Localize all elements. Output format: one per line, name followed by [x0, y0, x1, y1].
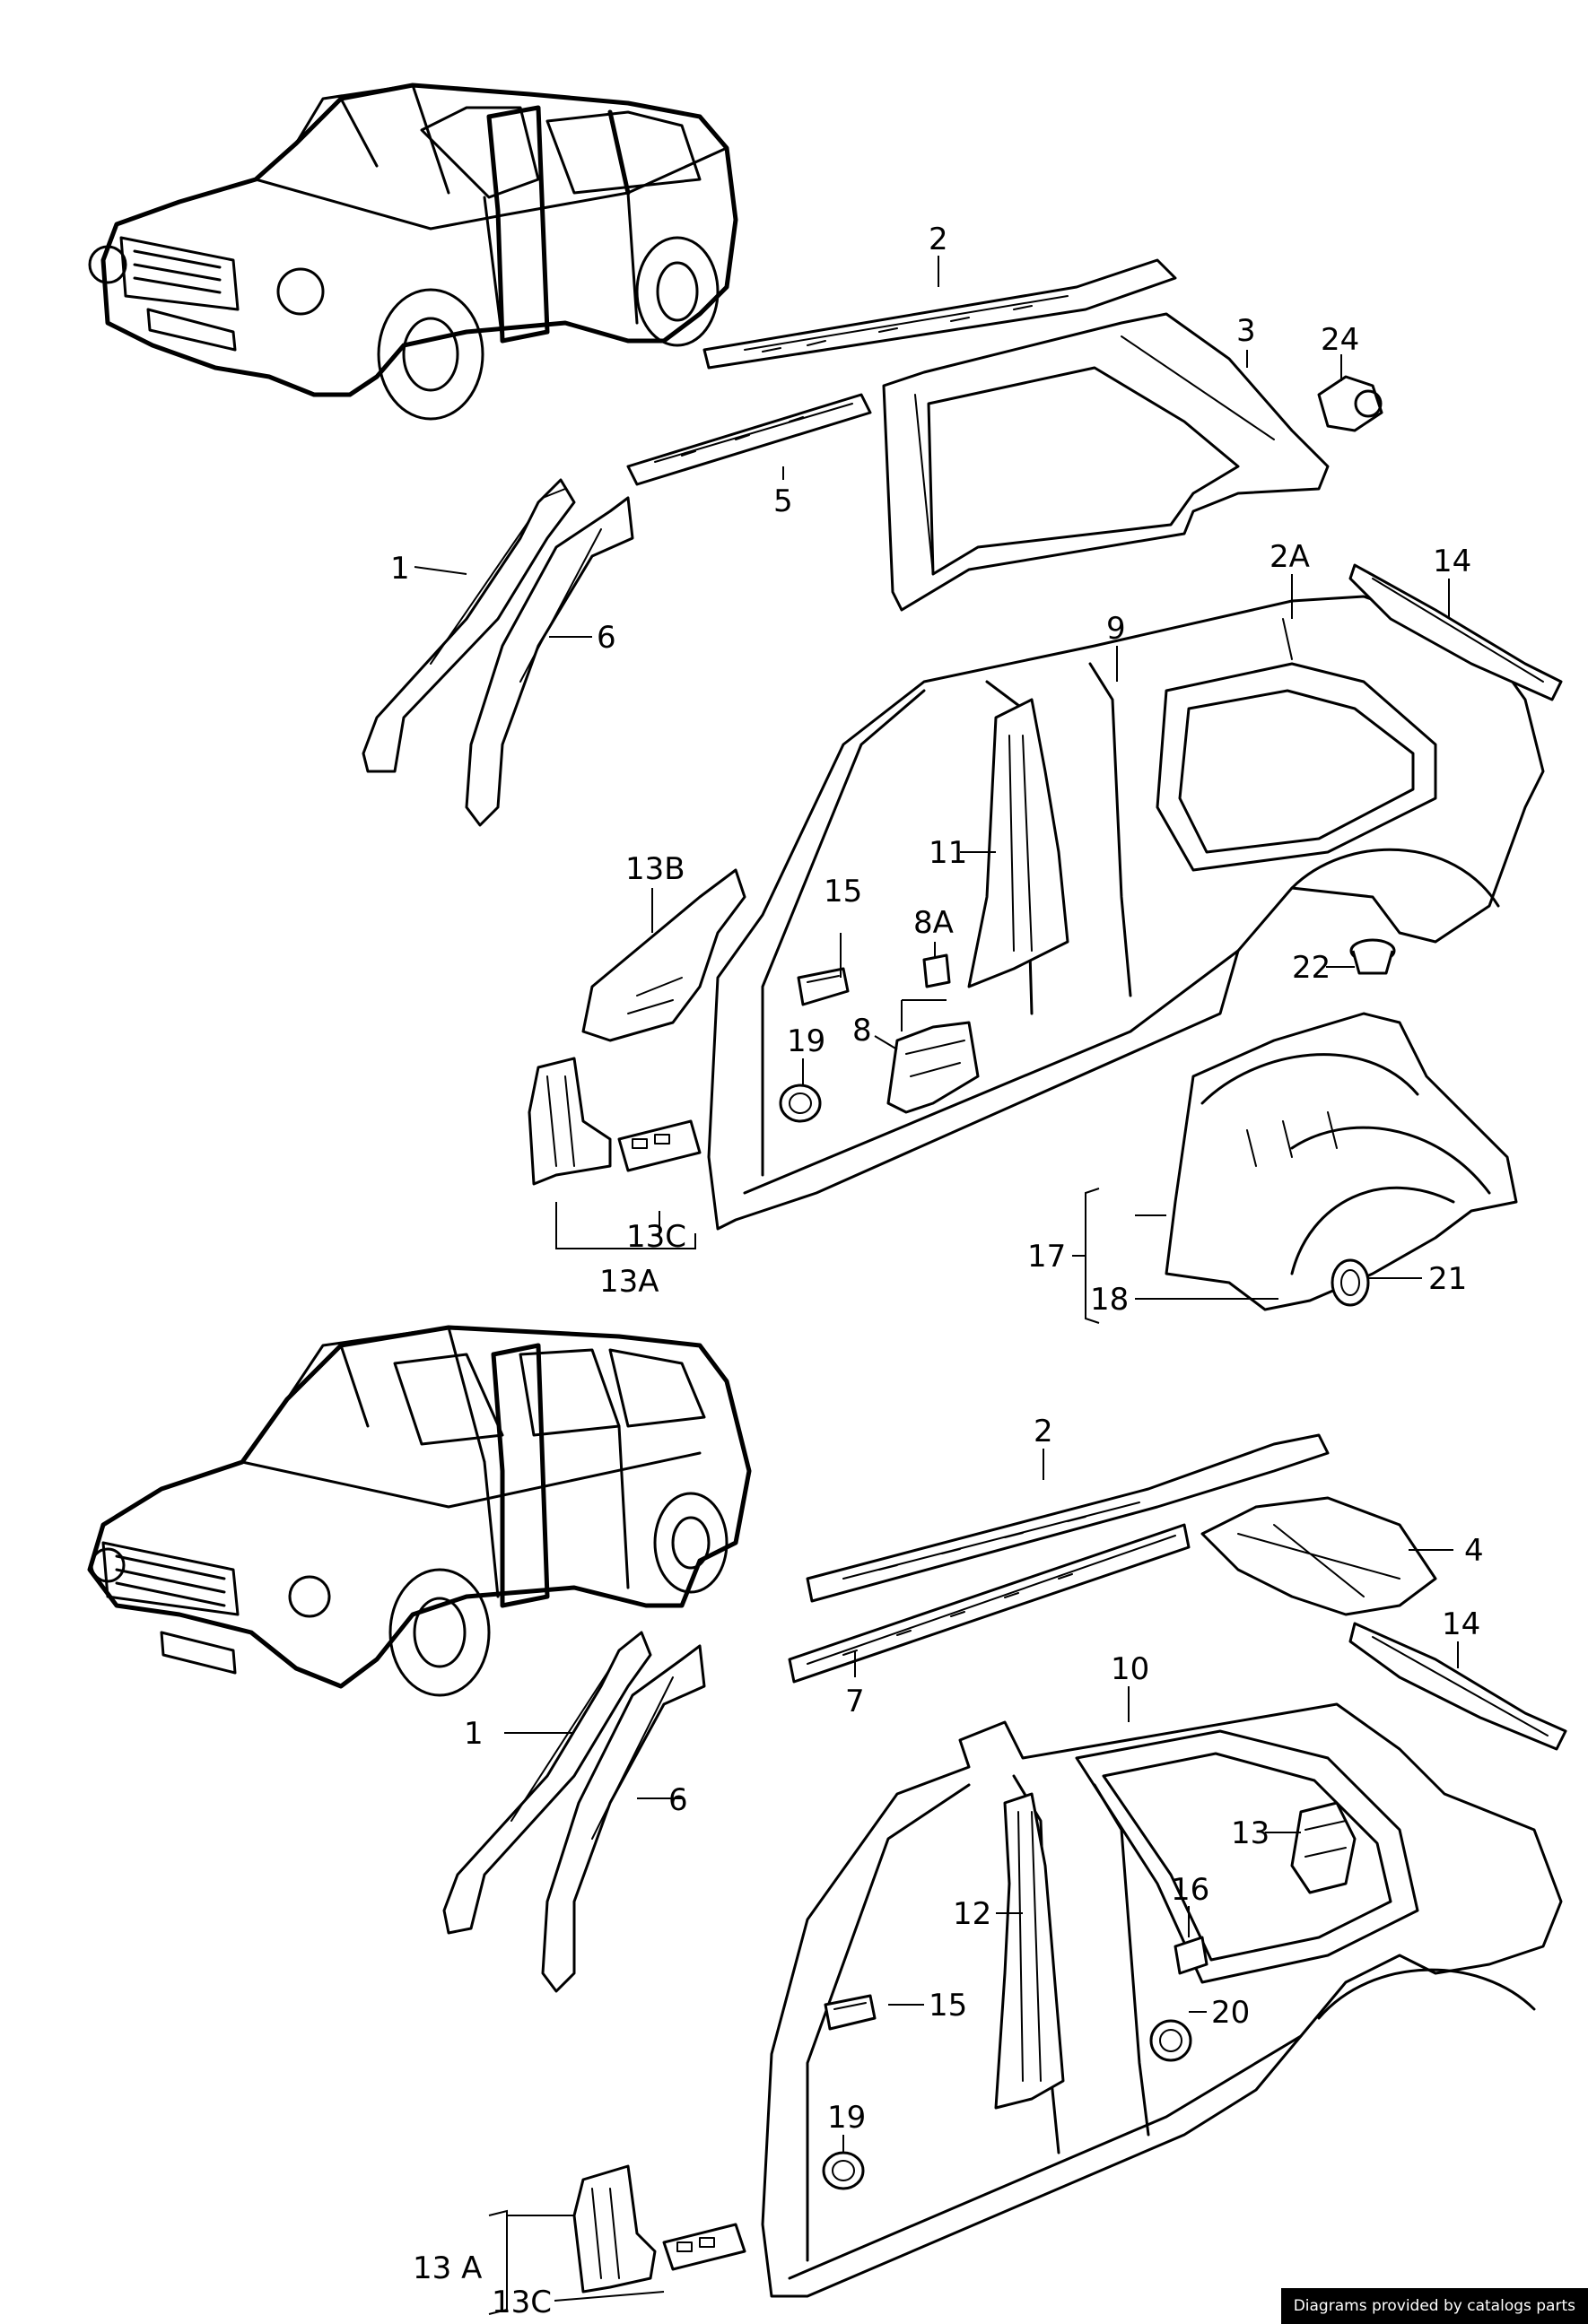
callout-8a: 8A	[913, 905, 954, 941]
part-2-roof-rail-top	[702, 258, 1177, 370]
car-illustration-2-door	[88, 83, 738, 421]
part-6-pillar-top	[465, 496, 634, 827]
part-19-grommet-bottom	[822, 2151, 865, 2190]
part-2a-seal	[1282, 618, 1293, 660]
part-24-clip	[1317, 375, 1383, 432]
part-15-clip-top	[797, 967, 850, 1006]
callout-13a-bottom: 13 A	[413, 2250, 482, 2286]
callout-2-bottom: 2	[1034, 1414, 1053, 1449]
callout-17: 17	[1027, 1239, 1066, 1275]
part-15-clip-bottom	[824, 1994, 877, 2031]
leader-lines	[414, 256, 1459, 2315]
part-13c-plate-top	[617, 1119, 702, 1172]
callout-13a-top: 13A	[599, 1264, 659, 1300]
callout-4: 4	[1464, 1533, 1484, 1569]
callout-14-bottom: 14	[1442, 1606, 1480, 1642]
callout-6-top: 6	[597, 620, 616, 656]
part-7-rail	[788, 1523, 1191, 1684]
part-13c-plate-bottom	[662, 2223, 746, 2271]
part-16-clip	[1174, 1936, 1208, 1975]
callout-19-top: 19	[787, 1023, 825, 1059]
callout-labels: 2 3 24 5 1 6 9 2A 14 13B 15 8A 11 22 8 1…	[390, 222, 1484, 2320]
callout-18: 18	[1090, 1282, 1129, 1318]
callout-2-top: 2	[929, 222, 948, 257]
callout-13c-bottom: 13C	[492, 2285, 552, 2320]
callout-9: 9	[1106, 611, 1126, 647]
callout-24: 24	[1321, 322, 1359, 358]
part-14-trim-bottom	[1348, 1622, 1567, 1751]
part-8a-square	[922, 953, 951, 988]
callout-20: 20	[1211, 1995, 1250, 2031]
part-2-roof-rail-bottom	[806, 1433, 1330, 1603]
callout-5: 5	[773, 483, 793, 519]
part-22-cap	[1349, 938, 1396, 975]
callout-3: 3	[1236, 313, 1256, 349]
callout-15-top: 15	[824, 874, 862, 910]
part-5-rail	[626, 393, 872, 486]
callout-8: 8	[852, 1013, 872, 1049]
car-illustration-4-door	[87, 1325, 752, 1697]
part-1-pillar-bottom	[442, 1631, 652, 1935]
part-13a-bracket-top	[528, 1057, 612, 1186]
part-13a-bracket-bottom	[572, 2164, 657, 2294]
callout-6-bottom: 6	[668, 1782, 688, 1818]
part-20-grommet	[1149, 2019, 1192, 2062]
callout-13c-top: 13C	[626, 1219, 686, 1255]
callout-12: 12	[953, 1896, 991, 1932]
callout-2a: 2A	[1270, 539, 1310, 575]
callout-10: 10	[1111, 1651, 1149, 1687]
part-6-pillar-bottom	[541, 1644, 706, 1993]
callout-21: 21	[1428, 1261, 1467, 1297]
part-1-pillar-top	[362, 478, 576, 773]
callout-13: 13	[1231, 1815, 1270, 1851]
part-21-grommet	[1331, 1258, 1370, 1307]
callout-1-top: 1	[390, 551, 410, 587]
part-19-grommet-top	[779, 1084, 822, 1123]
part-10-side-panel	[761, 1702, 1563, 2298]
part-17-18-wheel-housing	[1165, 1012, 1518, 1311]
callout-22: 22	[1292, 950, 1331, 986]
part-14-trim-top	[1348, 563, 1563, 701]
callout-14-top: 14	[1433, 544, 1471, 579]
part-3-side-frame	[882, 312, 1330, 612]
callout-15-bottom: 15	[929, 1988, 967, 2024]
part-4-panel	[1200, 1496, 1437, 1616]
credit-label: Diagrams provided by catalogs parts	[1280, 2288, 1588, 2324]
callout-16: 16	[1171, 1872, 1209, 1908]
part-12-b-pillar	[994, 1792, 1065, 2110]
callout-11: 11	[929, 835, 967, 871]
part-8-bracket	[886, 1021, 980, 1114]
callout-13b: 13B	[625, 851, 685, 887]
callout-1-bottom: 1	[464, 1716, 484, 1752]
callout-7: 7	[845, 1684, 865, 1719]
callout-19-bottom: 19	[827, 2100, 866, 2136]
part-13-bracket	[1290, 1801, 1357, 1894]
part-13b-bracket	[581, 868, 746, 1042]
